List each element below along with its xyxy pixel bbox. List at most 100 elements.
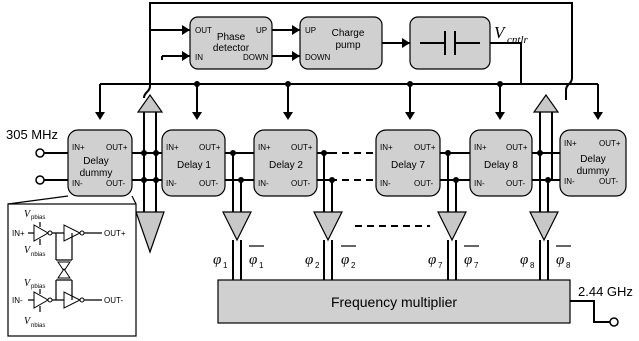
- svg-text:IN+: IN+: [474, 143, 487, 152]
- svg-text:Delay: Delay: [83, 156, 109, 167]
- buffer-up-left-inputs: [143, 112, 157, 180]
- arrow-head: [292, 51, 300, 61]
- svg-text:Delay 7: Delay 7: [391, 160, 425, 171]
- buffer-up-left-icon: [136, 93, 164, 113]
- pd-port-out: OUT: [195, 26, 212, 35]
- svg-text:nbias: nbias: [31, 252, 45, 258]
- delay-cell-7: IN+ IN- OUT+ OUT- Delay 7: [375, 129, 441, 197]
- svg-text:V: V: [24, 245, 32, 256]
- svg-text:8: 8: [530, 261, 535, 270]
- svg-text:φ: φ: [428, 252, 436, 268]
- svg-text:7: 7: [438, 261, 443, 270]
- phase-buffer-7-inputs: [447, 153, 457, 212]
- phase-buffer-1-icon: [222, 211, 252, 242]
- svg-text:IN-: IN-: [72, 179, 83, 188]
- svg-text:OUT-: OUT-: [104, 296, 123, 305]
- buffer-up-right-inputs: [539, 112, 553, 180]
- output-wire: [570, 300, 610, 323]
- svg-text:nbias: nbias: [31, 323, 45, 329]
- svg-text:8: 8: [566, 261, 571, 270]
- svg-text:OUT+: OUT+: [199, 143, 221, 152]
- svg-text:φ: φ: [341, 252, 349, 268]
- buffer-down-left-inputs: [143, 153, 157, 212]
- svg-text:IN-: IN-: [12, 296, 23, 305]
- input-frequency-label: 305 MHz: [6, 127, 58, 142]
- svg-text:V: V: [24, 209, 32, 220]
- svg-text:OUT+: OUT+: [106, 143, 128, 152]
- svg-text:Delay 8: Delay 8: [484, 160, 518, 171]
- svg-text:IN+: IN+: [72, 143, 85, 152]
- svg-text:OUT+: OUT+: [291, 143, 313, 152]
- phase-buffer-2-inputs: [323, 153, 333, 212]
- phase-buffer-8-icon: [529, 211, 559, 242]
- delay-cell-8: IN+ IN- OUT+ OUT- Delay 8: [469, 129, 533, 197]
- svg-text:7: 7: [474, 261, 479, 270]
- cp-label: Charge: [332, 28, 365, 39]
- svg-text:1: 1: [259, 261, 264, 270]
- svg-text:V: V: [24, 278, 32, 289]
- delay-cell-schematic-inset: IN+ IN- OUT+ OUT- V pbias V nbias V pbia…: [7, 203, 137, 337]
- arrow-head: [402, 38, 410, 48]
- svg-text:pbias: pbias: [31, 284, 45, 290]
- chain-wire-7-8: [440, 152, 470, 181]
- svg-text:IN+: IN+: [380, 143, 393, 152]
- chain-wire-8-dummy: [532, 152, 560, 181]
- svg-text:φ: φ: [213, 252, 221, 268]
- phase-label-1: φ 1 φ 1: [213, 245, 264, 270]
- cp-port-down: DOWN: [305, 53, 331, 62]
- arrow-head: [182, 25, 190, 35]
- phase-buffer-1-inputs: [232, 153, 242, 212]
- cp-label-2: pump: [335, 40, 360, 51]
- arrow-head: [192, 112, 202, 120]
- svg-text:IN+: IN+: [258, 143, 271, 152]
- chain-wire-0-1: [132, 152, 162, 181]
- svg-text:IN-: IN-: [258, 179, 269, 188]
- charge-pump-block: [299, 16, 383, 70]
- phase-detector-block: [189, 16, 273, 70]
- svg-text:Delay 2: Delay 2: [269, 160, 303, 171]
- phase-buffer-7-icon: [437, 211, 467, 242]
- phase-buffer-8-inputs: [539, 153, 549, 212]
- arrow-head: [495, 112, 505, 120]
- delay-cell-dummy-right: IN+ IN- OUT+ OUT- Delay dummy: [559, 129, 627, 197]
- arrow-head: [95, 112, 105, 120]
- buffer-up-right-icon: [532, 93, 560, 113]
- svg-text:φ: φ: [556, 252, 564, 268]
- buffer-down-left-icon: [135, 211, 165, 254]
- svg-text:φ: φ: [464, 252, 472, 268]
- output-terminal: [609, 317, 619, 327]
- svg-text:OUT+: OUT+: [599, 139, 621, 148]
- delay-cell-1: IN+ IN- OUT+ OUT- Delay 1: [161, 129, 226, 197]
- svg-text:OUT+: OUT+: [506, 143, 528, 152]
- frequency-multiplier-block: [217, 279, 571, 324]
- vctrl-symbol: V: [494, 23, 507, 42]
- svg-text:dummy: dummy: [80, 168, 113, 179]
- delay-cell-2: IN+ IN- OUT+ OUT- Delay 2: [253, 129, 318, 197]
- chain-wire-1-2: [225, 152, 254, 181]
- svg-text:2: 2: [315, 261, 320, 270]
- svg-text:Delay: Delay: [580, 154, 606, 165]
- feedback-wire-hop: [565, 77, 573, 100]
- svg-text:OUT-: OUT-: [599, 177, 618, 186]
- svg-text:OUT+: OUT+: [104, 229, 126, 238]
- phase-8-outputs: [539, 240, 549, 280]
- feedback-wire-hop-left: [143, 85, 151, 99]
- output-frequency-label: 2.44 GHz: [578, 284, 633, 299]
- capacitor-icon: [444, 31, 456, 55]
- arrow-head: [292, 25, 300, 35]
- pd-label-2: detector: [213, 43, 250, 54]
- svg-text:1: 1: [223, 261, 228, 270]
- chain-dashed: [330, 152, 376, 181]
- svg-text:OUT-: OUT-: [199, 179, 218, 188]
- phase-7-outputs: [447, 240, 457, 280]
- arrow-head: [182, 51, 190, 61]
- svg-text:φ: φ: [249, 252, 257, 268]
- svg-text:pbias: pbias: [31, 215, 45, 221]
- inset-callout-lines: [7, 195, 137, 205]
- svg-text:OUT-: OUT-: [506, 179, 525, 188]
- svg-text:IN-: IN-: [166, 179, 177, 188]
- input-wires: [44, 152, 68, 181]
- feedback-wire: [149, 2, 573, 86]
- svg-text:IN-: IN-: [564, 177, 575, 186]
